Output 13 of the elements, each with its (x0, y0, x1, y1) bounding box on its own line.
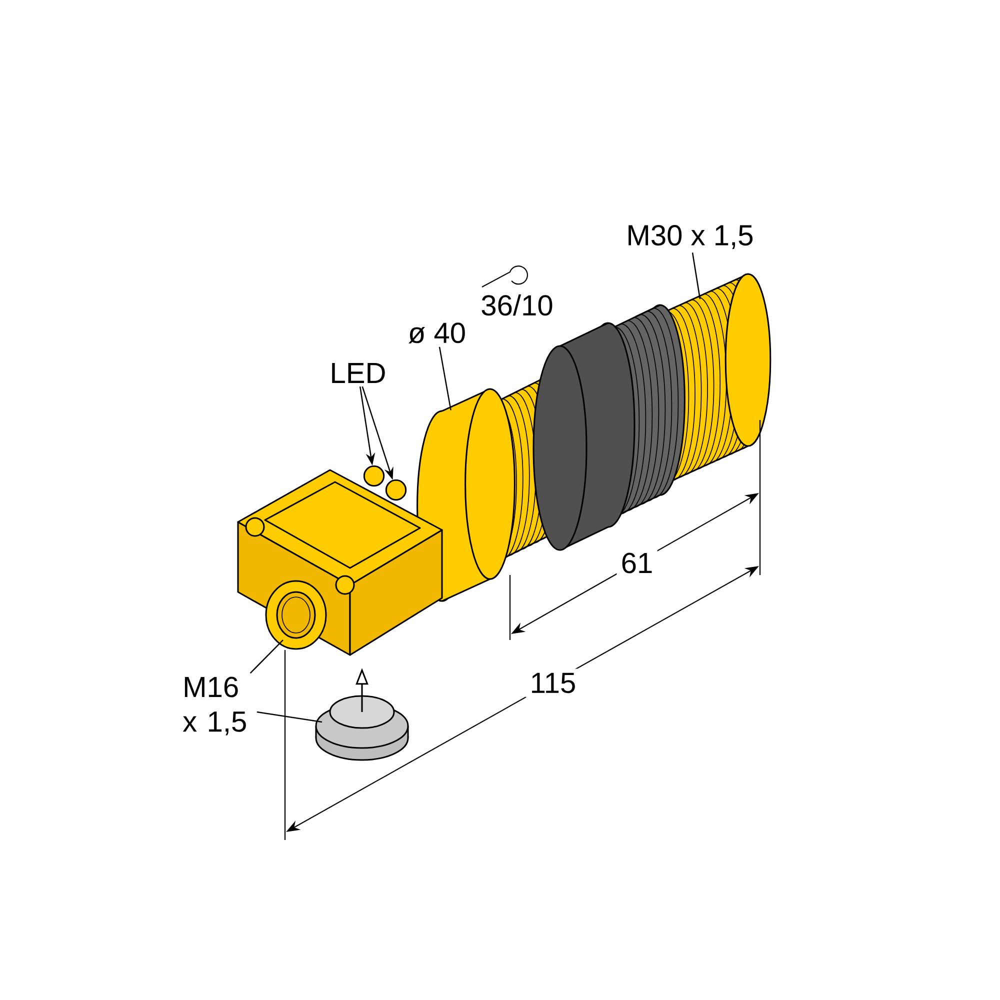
led-indicator (363, 465, 385, 487)
dimension-label: 115 (526, 668, 580, 698)
callout-label: M16 x 1,5 (182, 676, 246, 736)
dimension-label: 61 (616, 548, 658, 578)
callout-label: LED (332, 363, 385, 383)
leader-line (438, 346, 452, 410)
leader-line (692, 252, 701, 300)
led-indicator (385, 479, 407, 501)
leader-line (250, 640, 284, 674)
leader-line (256, 711, 322, 723)
dimension-label: 36/10 (476, 290, 558, 320)
callout-label: ø 40 (408, 322, 465, 344)
callout-label: M30 x 1,5 (628, 225, 753, 249)
